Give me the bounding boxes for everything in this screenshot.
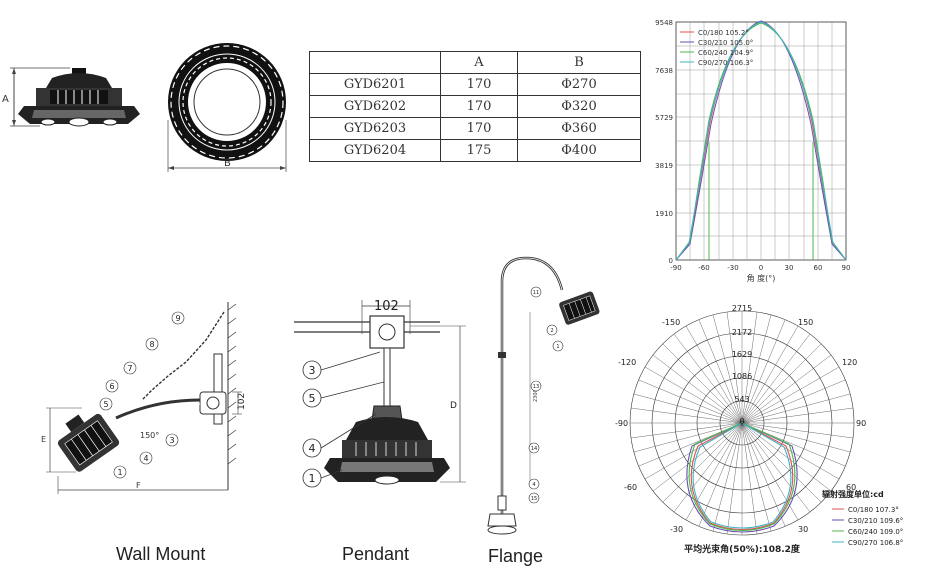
y-tick-label: 5729 xyxy=(655,114,673,122)
y-tick-label: 1910 xyxy=(655,210,673,218)
cartesian-light-distribution: 9548 7638 5729 3819 1910 0 -90 -60 -30 0… xyxy=(655,19,851,283)
callout-number: 4 xyxy=(532,482,535,488)
radial-label: 2172 xyxy=(732,328,752,337)
y-tick-label: 9548 xyxy=(655,19,673,27)
angle-label: -90 xyxy=(615,419,628,428)
angle-label: -60 xyxy=(624,483,637,492)
fixture-side-view: A xyxy=(2,67,140,127)
table-header-cell: B xyxy=(517,51,641,74)
average-beam-angle: 平均光束角(50%):108.2度 xyxy=(684,543,801,555)
x-tick-label: 90 xyxy=(842,264,851,272)
angle-label: -150 xyxy=(662,318,680,327)
legend-entry: C0/180 105.2° xyxy=(698,29,749,37)
y-tick-label: 0 xyxy=(669,257,673,265)
table-cell: 170 xyxy=(440,117,518,140)
callout-number: 7 xyxy=(127,364,132,373)
y-tick-label: 7638 xyxy=(655,67,673,75)
table-cell: 170 xyxy=(440,95,518,118)
wall-mount-caption: Wall Mount xyxy=(116,544,206,564)
callout-number: 15 xyxy=(531,496,537,502)
callout-number: 3 xyxy=(169,436,174,445)
legend-entry: C30/210 109.6° xyxy=(848,517,903,525)
radial-label: 2715 xyxy=(732,304,752,313)
callout-number: 14 xyxy=(531,446,537,452)
x-tick-label: -30 xyxy=(727,264,738,272)
angle-label: 30 xyxy=(798,525,808,534)
callout-number: 11 xyxy=(533,290,539,296)
dim-d-label: D xyxy=(450,401,457,411)
dim-b-label: B xyxy=(224,158,231,169)
angle-label: 90 xyxy=(856,419,866,428)
callout-number: 6 xyxy=(109,382,114,391)
callout-number: 5 xyxy=(103,400,108,409)
dim-f-label: F xyxy=(136,481,141,490)
angle-label: 60 xyxy=(846,483,856,492)
angle-label: 150° xyxy=(140,431,159,440)
table-cell: GYD6202 xyxy=(309,95,441,118)
callout-number: 1 xyxy=(309,472,316,485)
angle-label: 120 xyxy=(842,358,857,367)
table-header-row: A B xyxy=(309,51,641,74)
x-tick-label: 0 xyxy=(759,264,763,272)
dim-102-label: 102 xyxy=(374,299,399,314)
legend-entry: C30/210 105.0° xyxy=(698,39,753,47)
pole-height-label: 2300 xyxy=(533,389,539,402)
table-header-cell: A xyxy=(440,51,518,74)
radial-label: 1086 xyxy=(732,372,752,381)
y-tick-label: 3819 xyxy=(655,162,673,170)
legend-entry: C90/270 106.3° xyxy=(698,59,753,67)
table-row: GYD6203 170 Φ360 xyxy=(309,117,641,140)
table-cell: GYD6201 xyxy=(309,73,441,96)
callout-number: 4 xyxy=(309,442,316,455)
table-cell: 170 xyxy=(440,73,518,96)
callout-number: 5 xyxy=(309,392,316,405)
dim-102-label: 102 xyxy=(237,393,246,410)
polar-unit-label: 辐射强度单位:cd xyxy=(822,489,884,499)
flange-caption: Flange xyxy=(488,546,544,566)
table-cell: 175 xyxy=(440,139,518,162)
callout-number: 3 xyxy=(309,364,316,377)
table-row: GYD6204 175 Φ400 xyxy=(309,139,641,162)
table-cell: Φ270 xyxy=(517,73,641,96)
polar-light-distribution: 2715 2172 1629 1086 543 0 -150 150 -120 … xyxy=(615,304,903,555)
legend-entry: C0/180 107.3° xyxy=(848,506,899,514)
table-row: GYD6201 170 Φ270 xyxy=(309,73,641,96)
wall-mount-drawing: E F 102 150° 9 8 7 6 5 4 3 1 xyxy=(41,302,246,494)
legend-entry: C60/240 109.0° xyxy=(848,528,903,536)
radial-label: 0 xyxy=(739,417,744,426)
table-cell: GYD6204 xyxy=(309,139,441,162)
angle-label: 150 xyxy=(798,318,813,327)
table-cell: Φ400 xyxy=(517,139,641,162)
x-axis-label: 角 度(°) xyxy=(747,273,776,283)
table-cell: GYD6203 xyxy=(309,117,441,140)
fixture-top-view: B xyxy=(167,43,287,172)
table-row: GYD6202 170 Φ320 xyxy=(309,95,641,118)
spec-table: A B GYD6201 170 Φ270 GYD6202 170 Φ320 GY… xyxy=(309,51,641,162)
x-tick-label: -90 xyxy=(670,264,681,272)
angle-label: -120 xyxy=(618,358,636,367)
x-tick-label: 30 xyxy=(785,264,794,272)
dim-e-label: E xyxy=(41,435,46,444)
dim-a-label: A xyxy=(2,94,9,105)
pendant-drawing: 102 D 3 5 4 1 xyxy=(294,299,466,488)
callout-number: 1 xyxy=(556,344,559,350)
legend-entry: C90/270 106.8° xyxy=(848,539,903,547)
callout-number: 2 xyxy=(550,328,553,334)
pendant-caption: Pendant xyxy=(342,544,410,564)
radial-label: 1629 xyxy=(732,350,752,359)
radial-label: 543 xyxy=(734,395,749,404)
angle-label: -30 xyxy=(670,525,683,534)
x-tick-label: -60 xyxy=(698,264,709,272)
callout-number: 13 xyxy=(533,384,539,390)
flange-drawing: 2300 11 2 1 13 14 4 15 xyxy=(487,256,600,535)
table-cell: Φ360 xyxy=(517,117,641,140)
callout-number: 1 xyxy=(117,468,122,477)
x-tick-label: 60 xyxy=(814,264,823,272)
callout-number: 4 xyxy=(143,454,148,463)
legend-entry: C60/240 104.9° xyxy=(698,49,753,57)
table-header-cell xyxy=(309,51,441,74)
callout-number: 9 xyxy=(175,314,180,323)
callout-number: 8 xyxy=(149,340,154,349)
table-cell: Φ320 xyxy=(517,95,641,118)
